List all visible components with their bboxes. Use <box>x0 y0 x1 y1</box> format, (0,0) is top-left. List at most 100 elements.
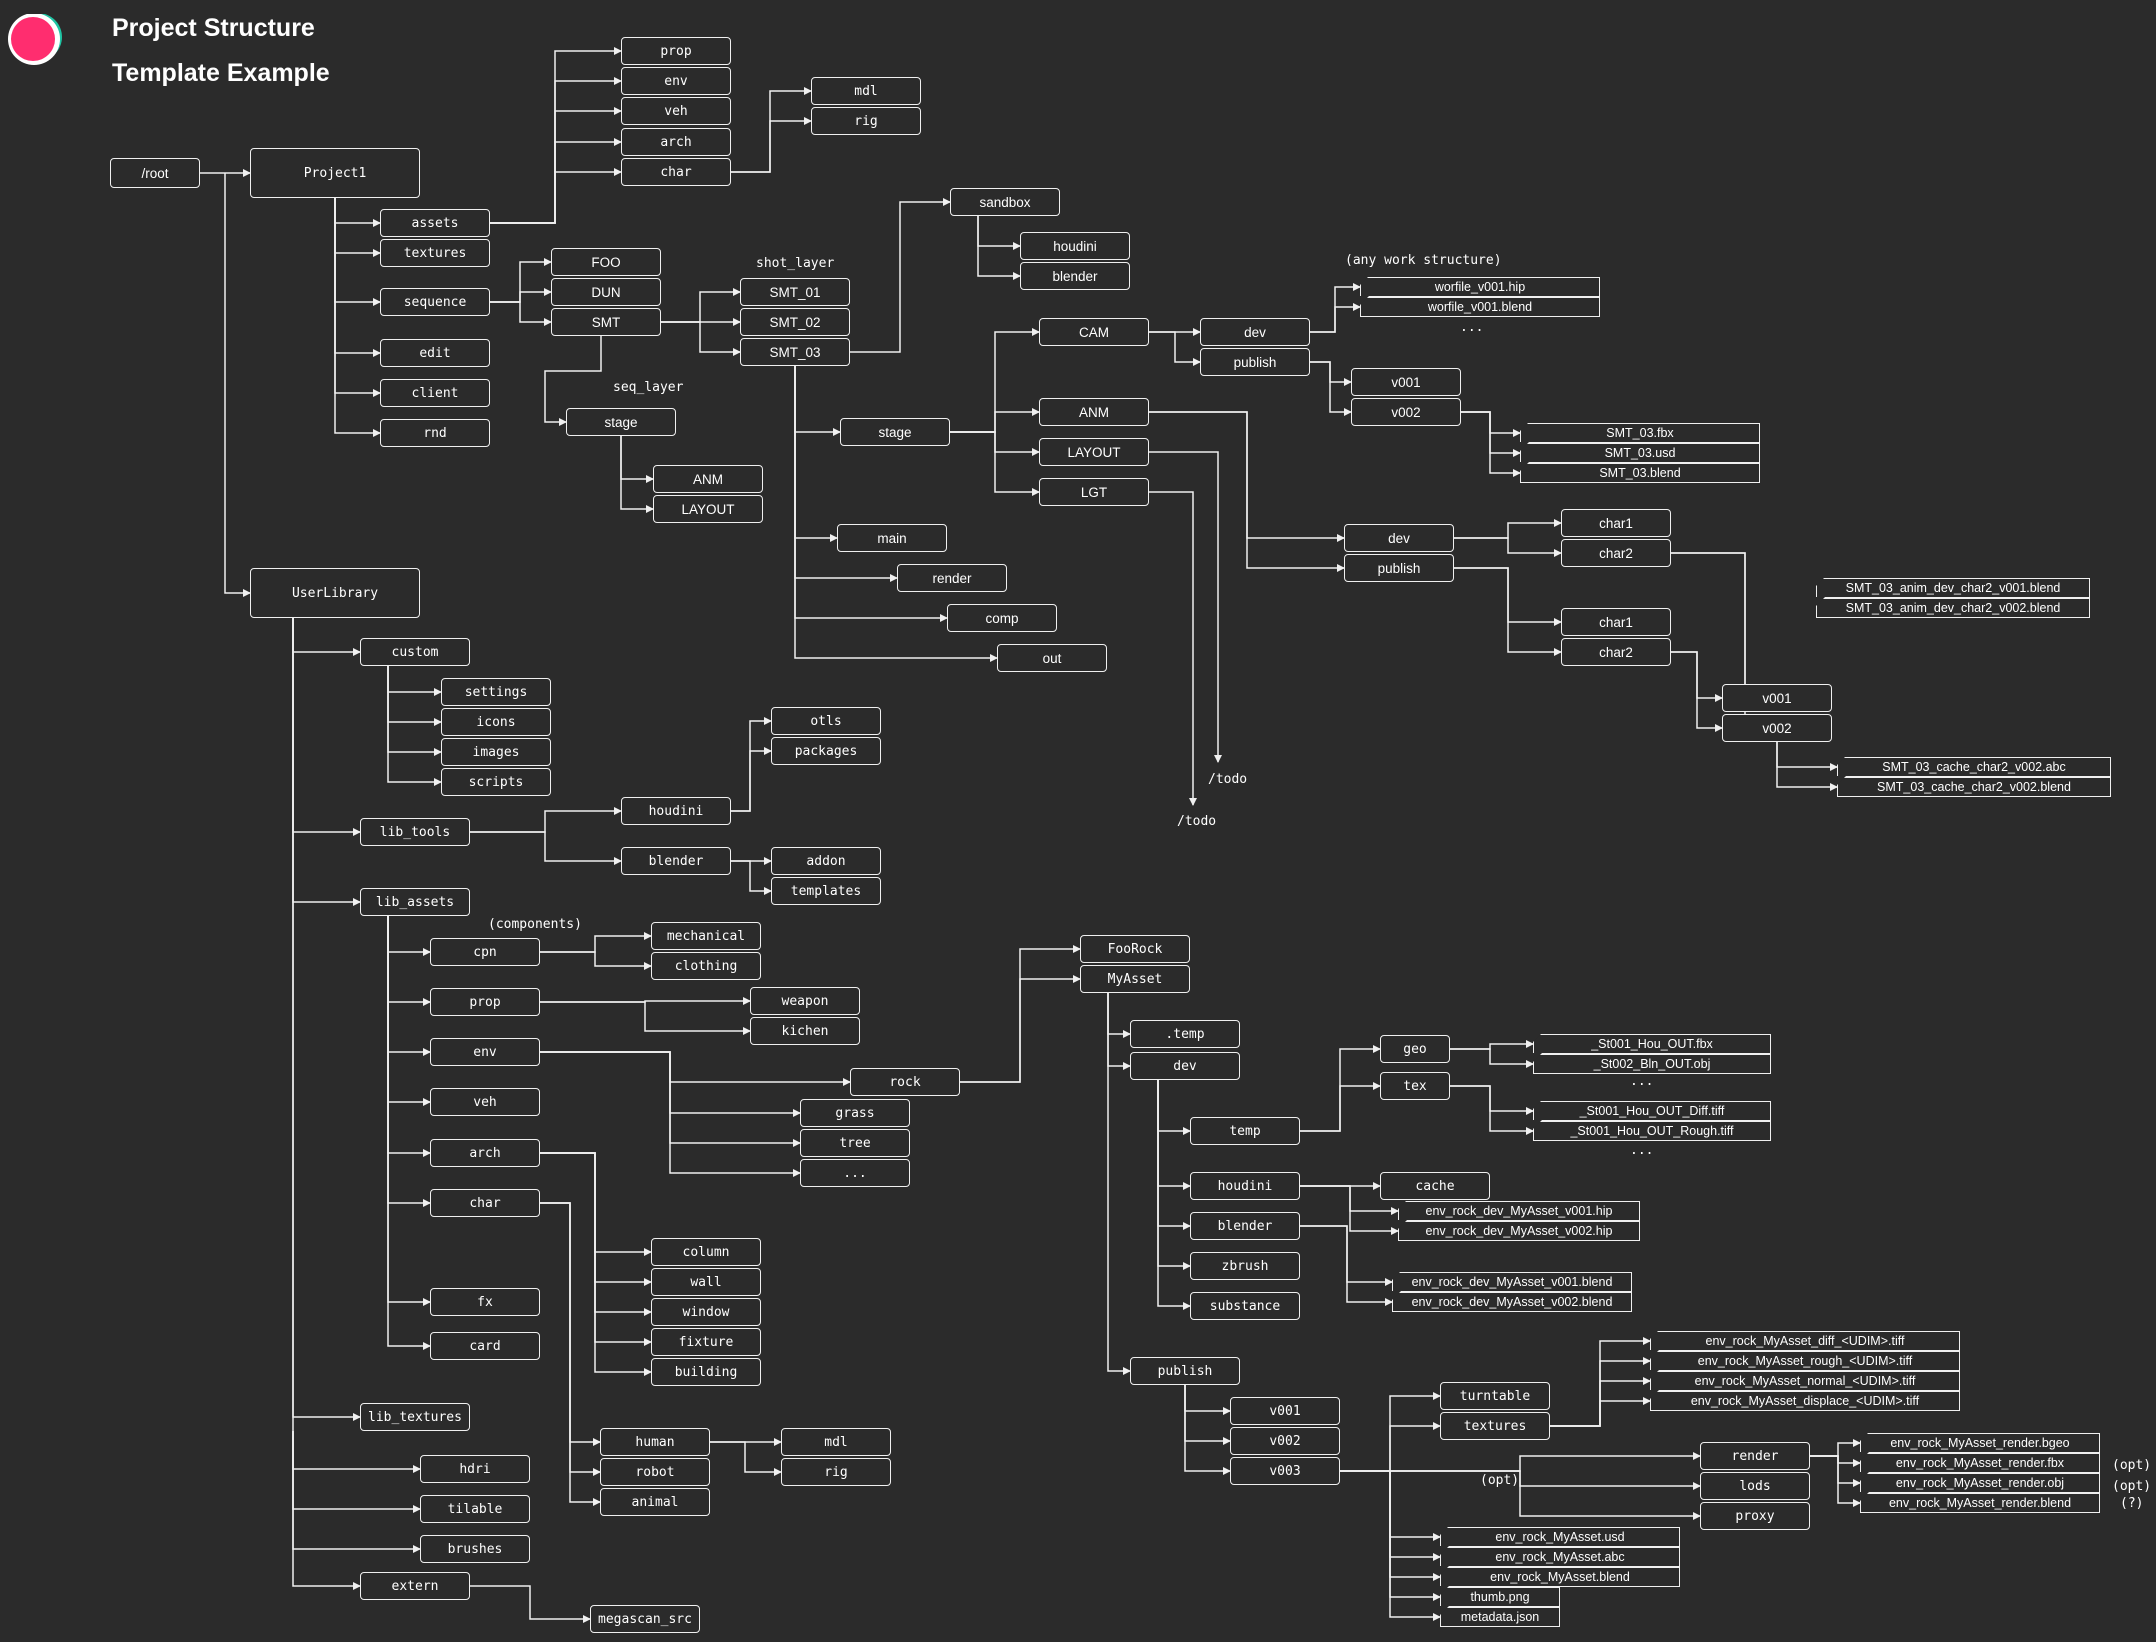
folder-node-clothing: clothing <box>651 952 761 980</box>
file-node-render-blend: env_rock_MyAsset_render.blend <box>1860 1493 2100 1513</box>
edge <box>1810 1455 1861 1467</box>
edge <box>731 117 812 173</box>
edge <box>292 1431 421 1513</box>
logo-inner-circle <box>11 17 55 61</box>
folder-node-char2b: char2 <box>1561 638 1671 666</box>
edge <box>387 916 431 1006</box>
file-node-pub-usd: env_rock_MyAsset.usd <box>1440 1527 1680 1547</box>
edge <box>292 618 361 1421</box>
edge <box>1340 1422 1441 1472</box>
edge <box>1389 1471 1441 1581</box>
file-corner-icon <box>1439 1566 1449 1576</box>
folder-node-smt03: SMT_03 <box>740 338 850 366</box>
folder-node-tilable: tilable <box>420 1495 530 1523</box>
edge <box>1340 1452 1701 1472</box>
folder-node-main: main <box>837 524 947 552</box>
annotation-components: (components) <box>488 917 582 932</box>
edge <box>731 747 772 812</box>
folder-node-sb-houdini: houdini <box>1020 232 1130 260</box>
folder-node-icons: icons <box>441 708 551 736</box>
folder-node-anm-publish: publish <box>1344 554 1454 582</box>
edge <box>1157 1080 1191 1190</box>
folder-node-ma-blender: blender <box>1190 1212 1300 1240</box>
folder-node-anm1: ANM <box>653 465 763 493</box>
folder-node-turntable: turntable <box>1440 1382 1550 1410</box>
folder-node-layout1: LAYOUT <box>653 495 763 523</box>
folder-node-stage2: stage <box>840 418 950 446</box>
edge <box>1810 1455 1861 1507</box>
file-corner-icon <box>1359 276 1369 286</box>
edge <box>540 1152 652 1376</box>
edge <box>977 216 1021 250</box>
folder-node-char2a: char2 <box>1561 539 1671 567</box>
folder-node-lib-textures: lib_textures <box>360 1403 470 1431</box>
folder-node-ma-publish: publish <box>1130 1357 1240 1385</box>
folder-node-stage1: stage <box>566 408 676 436</box>
edge <box>1149 451 1222 763</box>
folder-node-la-rig: rig <box>781 1458 891 1486</box>
folder-node-megascan-src: megascan_src <box>590 1605 700 1633</box>
edge <box>540 1001 751 1035</box>
page-subtitle: Template Example <box>112 59 330 87</box>
edge <box>1149 331 1201 366</box>
file-corner-icon <box>1649 1390 1659 1400</box>
edge <box>1157 1080 1191 1230</box>
file-node-render-obj: env_rock_MyAsset_render.obj <box>1860 1473 2100 1493</box>
edge <box>387 666 442 786</box>
edge <box>1450 1085 1534 1135</box>
file-corner-icon <box>1649 1370 1659 1380</box>
edge <box>292 1431 421 1473</box>
edge <box>794 366 998 662</box>
file-node-thumb: thumb.png <box>1440 1587 1560 1607</box>
edge <box>960 975 1081 1083</box>
annotation-q: (?) <box>2120 1496 2144 1511</box>
edge <box>1776 742 1838 771</box>
edge <box>1810 1455 1861 1487</box>
edge <box>1149 491 1197 806</box>
folder-node-rig: rig <box>811 107 921 135</box>
folder-node-layout2: LAYOUT <box>1039 438 1149 466</box>
file-corner-icon <box>1397 1200 1407 1210</box>
edge <box>950 431 1040 496</box>
folder-node-char: char <box>621 158 731 186</box>
file-node-blend-v001: env_rock_dev_MyAsset_v001.blend <box>1392 1272 1632 1292</box>
folder-node-grass: grass <box>800 1099 910 1127</box>
edge <box>1300 1185 1399 1235</box>
folder-node-root: /root <box>110 158 200 188</box>
folder-node-foorock: FooRock <box>1080 935 1190 963</box>
folder-node-lt-houdini: houdini <box>621 797 731 825</box>
folder-node-lods: lods <box>1700 1472 1810 1500</box>
edge <box>490 301 552 326</box>
folder-node-tex: tex <box>1380 1072 1450 1100</box>
file-node-st001-rough: _St001_Hou_OUT_Rough.tiff <box>1533 1121 1771 1141</box>
file-node-render-bgeo: env_rock_MyAsset_render.bgeo <box>1860 1433 2100 1453</box>
edge <box>387 666 442 726</box>
edge <box>540 1051 851 1086</box>
edge <box>1157 1080 1191 1310</box>
folder-node-animal: animal <box>600 1488 710 1516</box>
edge <box>470 1585 591 1623</box>
edge <box>470 807 622 833</box>
folder-node-rock: rock <box>850 1068 960 1096</box>
file-node-st001-diff: _St001_Hou_OUT_Diff.tiff <box>1533 1101 1771 1121</box>
file-corner-icon <box>1532 1120 1542 1130</box>
folder-node-settings: settings <box>441 678 551 706</box>
file-node-normal-tiff: env_rock_MyAsset_normal_<UDIM>.tiff <box>1650 1371 1960 1391</box>
edge <box>794 366 838 542</box>
edge <box>1810 1439 1861 1457</box>
folder-node-dot-temp: .temp <box>1130 1020 1240 1048</box>
folder-node-smt01: SMT_01 <box>740 278 850 306</box>
folder-node-substance: substance <box>1190 1292 1300 1320</box>
edge <box>620 436 654 513</box>
annotation-dots3: ... <box>1630 1143 1654 1158</box>
folder-node-anm-v002: v002 <box>1722 714 1832 742</box>
folder-node-ma-textures: textures <box>1440 1412 1550 1440</box>
folder-node-sb-blender: blender <box>1020 262 1130 290</box>
folder-node-ma-v003: v003 <box>1230 1457 1340 1485</box>
file-node-hip-v001: env_rock_dev_MyAsset_v001.hip <box>1398 1201 1640 1221</box>
annotation-opt3: (opt) <box>2112 1479 2152 1494</box>
file-node-st001-fbx: _St001_Hou_OUT.fbx <box>1533 1034 1771 1054</box>
file-corner-icon <box>1439 1606 1449 1616</box>
edge <box>387 916 431 956</box>
